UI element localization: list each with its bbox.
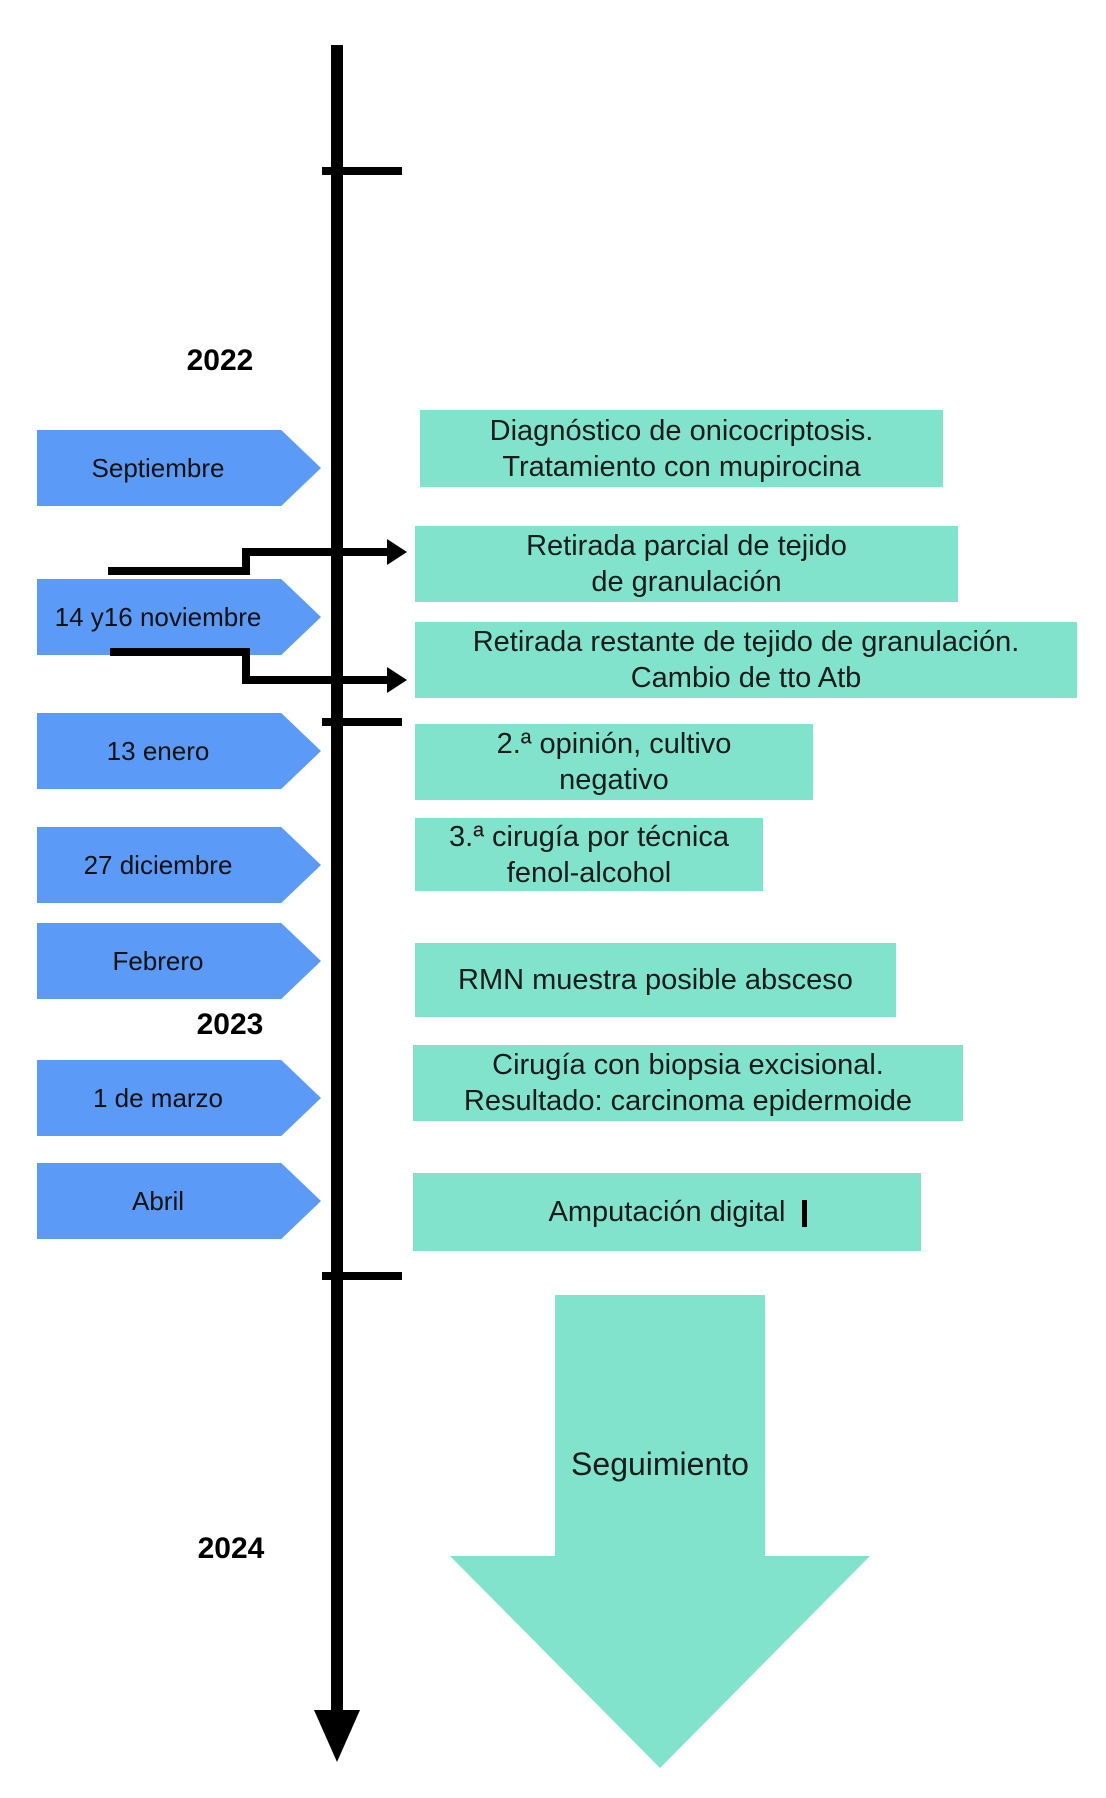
event-box-line: Cambio de tto Atb (630, 662, 862, 694)
event-box-line: Retirada parcial de tejido (526, 530, 847, 562)
tick-mark (322, 167, 402, 175)
event-box-line: 3.ª cirugía por técnica (449, 820, 729, 853)
event-box-line: 2.ª opinión, cultivo (496, 728, 732, 760)
year-label-2024: 2024 (197, 1532, 265, 1565)
event-box-retirada-restante: Retirada restante de tejido de granulaci… (415, 622, 1077, 698)
connector-arrowhead-icon (387, 539, 407, 565)
date-arrow-label: 1 de marzo (92, 1082, 224, 1113)
event-box-retirada-parcial: Retirada parcial de tejido de granulació… (415, 526, 958, 602)
event-box-amputacion: Amputación digital (413, 1173, 921, 1251)
date-arrow-abril: Abril (37, 1163, 321, 1239)
timeline-axis (331, 45, 343, 1712)
timeline-arrowhead-icon (314, 1710, 360, 1762)
date-arrow-label: 27 diciembre (83, 849, 233, 880)
year-label-2022: 2022 (186, 344, 254, 377)
event-box-tercera-cirugia: 3.ª cirugía por técnica fenol-alcohol (415, 818, 763, 891)
event-box-line: negativo (559, 764, 669, 796)
event-box-diagnostico: Diagnóstico de onicocriptosis. Tratamien… (420, 410, 943, 487)
date-arrow-13-enero: 13 enero (37, 713, 321, 789)
date-arrow-label: Septiembre (91, 452, 225, 483)
date-arrow-label: 13 enero (106, 735, 210, 766)
date-arrow-1-de-marzo: 1 de marzo (37, 1060, 321, 1136)
date-arrow-septiembre: Septiembre (37, 430, 321, 506)
elbow-connector-a (108, 567, 250, 575)
event-box-rmn: RMN muestra posible absceso (415, 943, 896, 1017)
event-box-line: de granulación (591, 566, 782, 598)
followup-label: Seguimiento (571, 1446, 749, 1482)
date-arrow-27-diciembre: 27 diciembre (37, 827, 321, 903)
tick-mark (322, 718, 402, 726)
date-arrow-label: Abril (131, 1185, 184, 1216)
elbow-connector-a (242, 548, 250, 575)
elbow-connector-b (242, 648, 250, 684)
date-arrow-label: Febrero (112, 945, 204, 976)
event-box-line: fenol-alcohol (506, 856, 672, 889)
connector-arrowhead-icon (387, 667, 407, 693)
stray-mark (802, 1200, 807, 1227)
event-box-line: Retirada restante de tejido de granulaci… (472, 626, 1020, 658)
event-box-line: Resultado: carcinoma epidermoide (463, 1085, 913, 1117)
event-box-line: RMN muestra posible absceso (458, 964, 853, 996)
event-box-line: Amputación digital (548, 1196, 786, 1228)
elbow-connector-a (242, 548, 388, 556)
event-box-line: Cirugía con biopsia excisional. (492, 1049, 884, 1081)
followup-arrow-head-icon (450, 1556, 870, 1768)
elbow-connector-b (110, 648, 250, 656)
date-arrow-label: 14 y16 noviembre (54, 601, 262, 632)
event-box-line: Tratamiento con mupirocina (502, 450, 861, 483)
event-box-line: Diagnóstico de onicocriptosis. (489, 414, 874, 447)
year-label-2023: 2023 (196, 1008, 264, 1041)
event-box-biopsia: Cirugía con biopsia excisional. Resultad… (413, 1045, 963, 1121)
date-arrow-febrero: Febrero (37, 923, 321, 999)
tick-mark (322, 1272, 402, 1280)
elbow-connector-b (242, 676, 388, 684)
date-arrow-noviembre: 14 y16 noviembre (37, 579, 321, 655)
followup-arrow-shaft (555, 1295, 765, 1558)
event-box-segunda-opinion: 2.ª opinión, cultivo negativo (415, 724, 813, 800)
